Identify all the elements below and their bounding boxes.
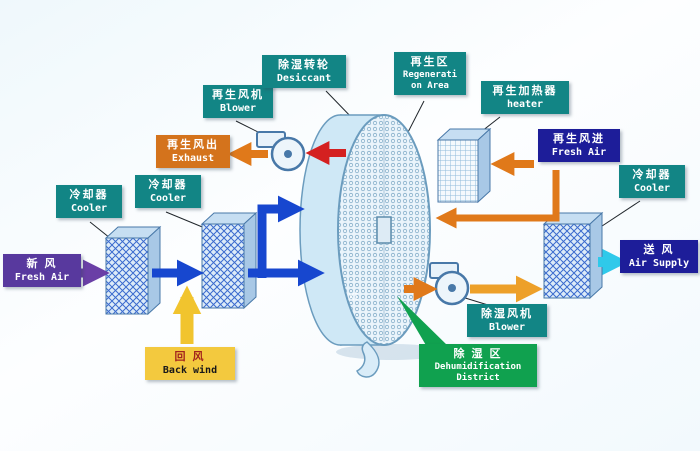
label-dehum-blower: 除湿风机 Blower	[467, 304, 547, 338]
label-exhaust: 再生风出 Exhaust	[156, 135, 230, 169]
regen-heater-block	[436, 127, 492, 204]
label-cooler-1: 冷却器 Cooler	[56, 185, 122, 219]
label-air-supply-en: Air Supply	[628, 257, 690, 269]
label-fresh-air-in-zh: 新 风	[26, 258, 58, 270]
label-regen-fresh-in-en: Fresh Air	[551, 146, 607, 158]
label-fresh-air-in: 新 风 Fresh Air	[3, 254, 81, 288]
label-dehum-district-en2: District	[456, 373, 500, 384]
label-regen-heater-zh: 再生加热器	[492, 85, 558, 97]
label-back-wind-en: Back wind	[162, 364, 218, 376]
label-regen-area-zh: 再生区	[410, 56, 450, 68]
dehum-district-pointer	[397, 296, 449, 347]
watermark-text: xt	[348, 288, 359, 303]
label-fresh-air-in-en: Fresh Air	[14, 271, 70, 283]
cooler2-to-wheel-upper-flow-arrow	[257, 195, 305, 278]
label-air-supply-zh: 送 风	[643, 244, 675, 256]
wheel-curl-ornament	[356, 341, 380, 378]
label-dehum-blower-zh: 除湿风机	[481, 308, 533, 320]
label-dehum-district-zh: 除 湿 区	[453, 348, 503, 360]
label-cooler-1-zh: 冷却器	[69, 189, 109, 201]
label-regen-blower-zh: 再生风机	[212, 89, 264, 101]
label-back-wind: 回 风 Back wind	[145, 347, 235, 381]
label-dehum-district: 除 湿 区 Dehumidification District	[419, 344, 537, 388]
label-regen-area: 再生区 Regenerati on Area	[394, 52, 466, 96]
label-desiccant-wheel-zh: 除湿转轮	[278, 59, 330, 71]
label-exhaust-en: Exhaust	[171, 152, 215, 164]
label-regen-heater-en: heater	[506, 98, 544, 110]
label-dehum-district-en1: Dehumidification	[434, 361, 522, 372]
label-cooler-3-en: Cooler	[633, 182, 671, 194]
cooler-block-1	[104, 225, 162, 316]
label-cooler-2: 冷却器 Cooler	[135, 175, 201, 209]
label-dehum-blower-en: Blower	[488, 321, 526, 333]
label-cooler-1-en: Cooler	[70, 202, 108, 214]
label-cooler-3: 冷却器 Cooler	[619, 165, 685, 199]
label-regen-area-en2: on Area	[411, 81, 449, 92]
wheel-hub	[376, 216, 392, 244]
regen-fresh-air-to-wheel-arrow	[435, 170, 560, 229]
label-regen-blower: 再生风机 Blower	[203, 85, 273, 119]
dehum-blower-fan	[429, 262, 470, 306]
label-cooler-2-en: Cooler	[149, 192, 187, 204]
cooler-block-2	[200, 211, 258, 310]
cooler-block-3	[542, 211, 604, 300]
label-desiccant-wheel: 除湿转轮 Desiccant	[262, 55, 346, 89]
regen-blower-fan	[256, 131, 306, 172]
label-back-wind-zh: 回 风	[174, 351, 206, 363]
label-regen-heater: 再生加热器 heater	[481, 81, 569, 115]
label-air-supply: 送 风 Air Supply	[620, 240, 698, 274]
label-regen-fresh-in: 再生风进 Fresh Air	[538, 129, 620, 163]
label-cooler-3-zh: 冷却器	[632, 169, 672, 181]
label-desiccant-wheel-en: Desiccant	[276, 72, 332, 84]
label-regen-blower-en: Blower	[219, 102, 257, 114]
label-regen-fresh-in-zh: 再生风进	[553, 133, 605, 145]
label-exhaust-zh: 再生风出	[167, 139, 219, 151]
label-cooler-2-zh: 冷却器	[148, 179, 188, 191]
label-regen-area-en1: Regenerati	[402, 69, 458, 80]
